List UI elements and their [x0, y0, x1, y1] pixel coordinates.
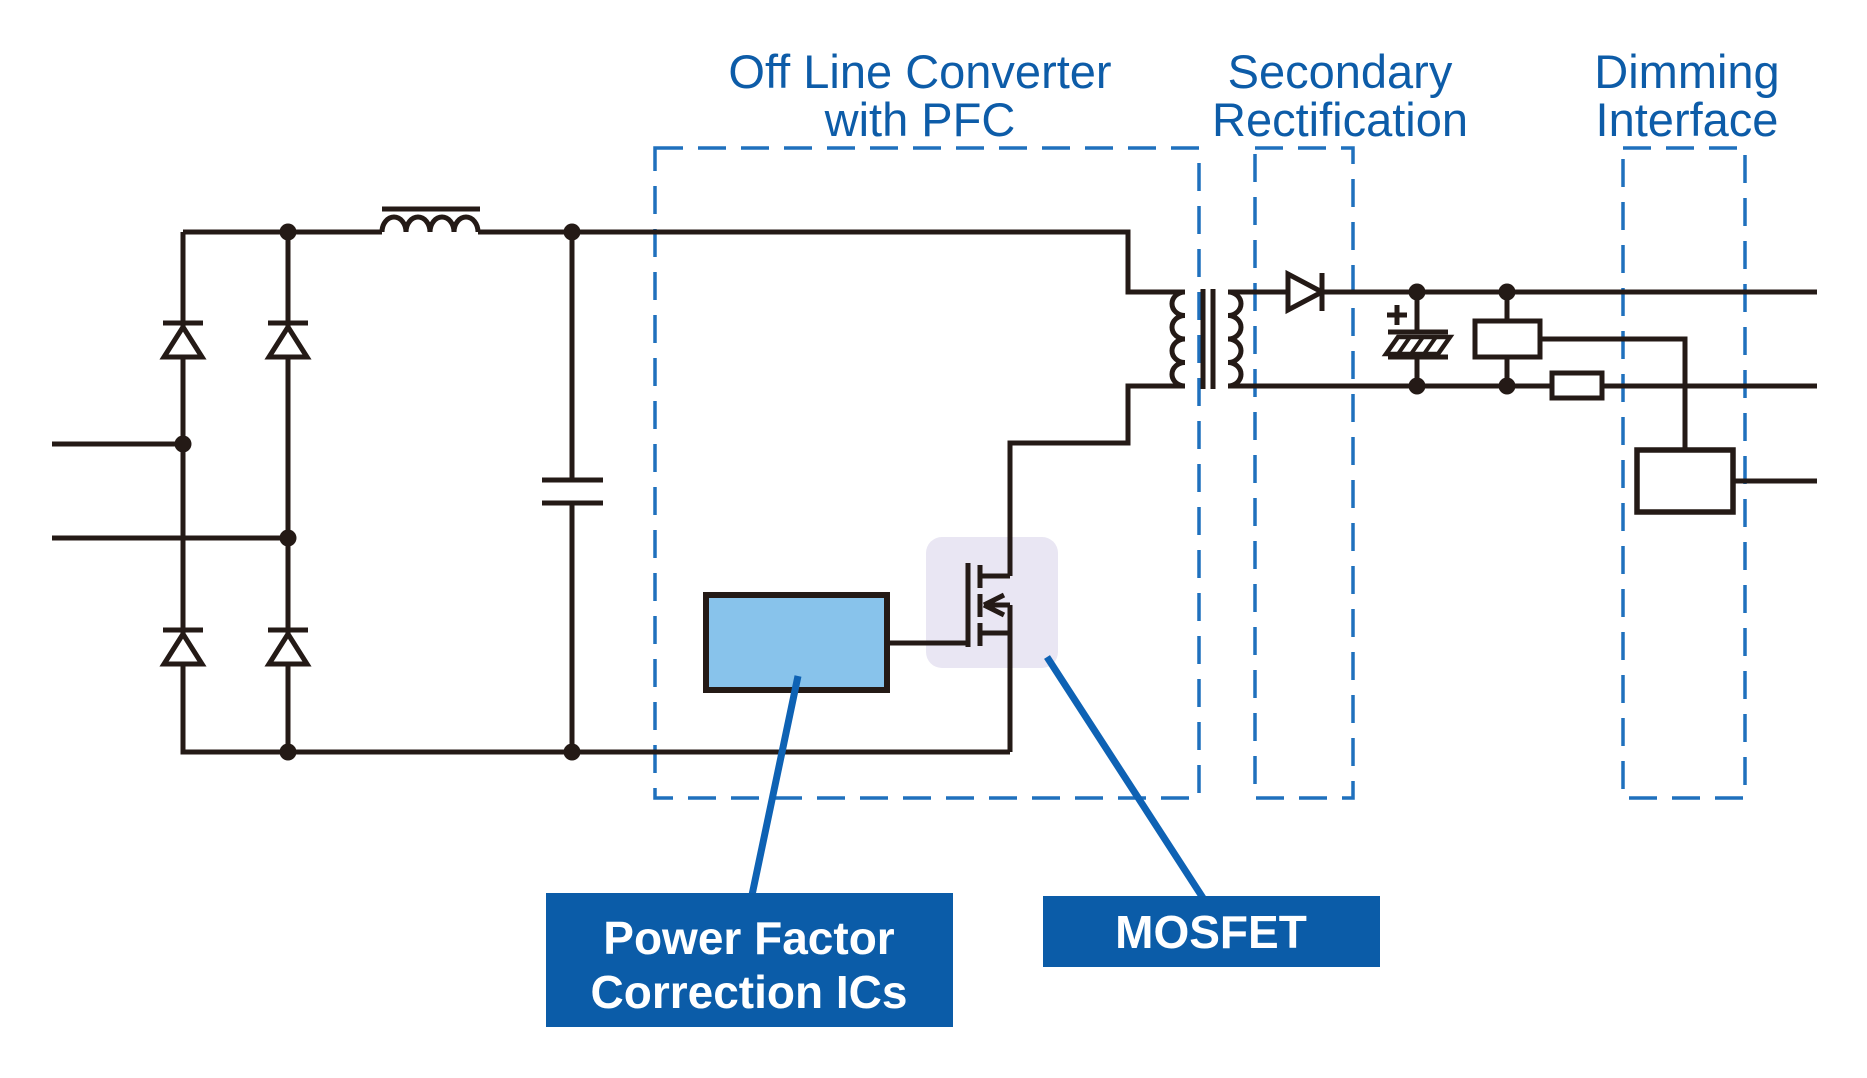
bridge-diode-icon [264, 320, 312, 360]
plus-polarity-icon [1387, 305, 1407, 325]
feedback-components [1472, 292, 1817, 515]
top-bus-right [478, 229, 1185, 295]
secondary-rails [1228, 289, 1817, 389]
diode-triangle [1285, 269, 1328, 315]
inductor-icon [379, 214, 481, 233]
section-title-dimming-line1: Dimming [1594, 45, 1779, 98]
dimming-block-box [1634, 447, 1736, 515]
callout-line-mosfet [1044, 655, 1206, 900]
bridge-rectifier [52, 232, 1010, 755]
transformer-primary-winding [1169, 289, 1186, 389]
diode-triangle [264, 629, 312, 667]
bridge-left-leg-and-bottom-bus [180, 232, 1010, 755]
feedback-wire-to-dimming-block [1540, 336, 1688, 450]
diode-triangle [159, 322, 207, 360]
callout-lines [748, 655, 1206, 900]
transformer-icon [1169, 289, 1244, 389]
feedback-component-box [1472, 318, 1543, 360]
junction-dot [1498, 283, 1516, 301]
resistor-icon [1549, 370, 1605, 401]
section-titles: Off Line Converter with PFC Secondary Re… [728, 45, 1779, 146]
diode-triangle [264, 322, 312, 360]
secondary-diode-icon [1285, 269, 1328, 315]
junction-dot [279, 223, 297, 241]
capacitor-hatch-lines [1396, 335, 1438, 356]
junction-dot [279, 743, 297, 761]
junction-dot [1408, 283, 1426, 301]
primary-return-to-drain [1007, 383, 1185, 576]
section-boxes [653, 146, 1747, 800]
section-box-offline-converter [653, 146, 1201, 800]
label-text-mosfet: MOSFET [1115, 906, 1307, 958]
junction-dots [174, 223, 1516, 761]
section-title-dimming-line2: Interface [1596, 93, 1779, 146]
bridge-diode-icon [159, 627, 207, 667]
junction-dot [279, 529, 297, 547]
section-title-secondary-line1: Secondary [1228, 45, 1453, 98]
diode-triangle [159, 629, 207, 667]
bridge-diode-icon [159, 320, 207, 360]
section-title-secondary-line2: Rectification [1212, 93, 1468, 146]
pfc-ic-box [703, 592, 890, 693]
section-box-secondary-rectification [1253, 146, 1355, 800]
junction-dot [1498, 377, 1516, 395]
label-box-pfc [546, 893, 953, 1027]
input-inductor [183, 206, 1185, 295]
callout-labels: Power Factor Correction ICs MOSFET [546, 893, 1380, 1027]
label-text-pfc-line1: Power Factor [603, 912, 895, 964]
label-text-pfc-line2: Correction ICs [591, 966, 908, 1018]
label-box-mosfet [1043, 896, 1380, 967]
junction-dot [1408, 377, 1426, 395]
callout-line-pfc [748, 675, 802, 896]
bulk-capacitor-icon [542, 232, 603, 753]
junction-dot [563, 223, 581, 241]
section-box-dimming-interface [1621, 146, 1747, 800]
mosfet-body-arrow [982, 592, 1006, 618]
transformer-secondary-winding [1227, 289, 1244, 389]
bridge-diode-icon [264, 627, 312, 667]
junction-dot [563, 743, 581, 761]
output-capacitor-icon [1381, 292, 1455, 386]
junction-dot [174, 435, 192, 453]
mosfet-icon [887, 383, 1185, 752]
section-title-offline-line1: Off Line Converter [728, 45, 1111, 98]
section-title-offline-line2: with PFC [824, 93, 1016, 146]
